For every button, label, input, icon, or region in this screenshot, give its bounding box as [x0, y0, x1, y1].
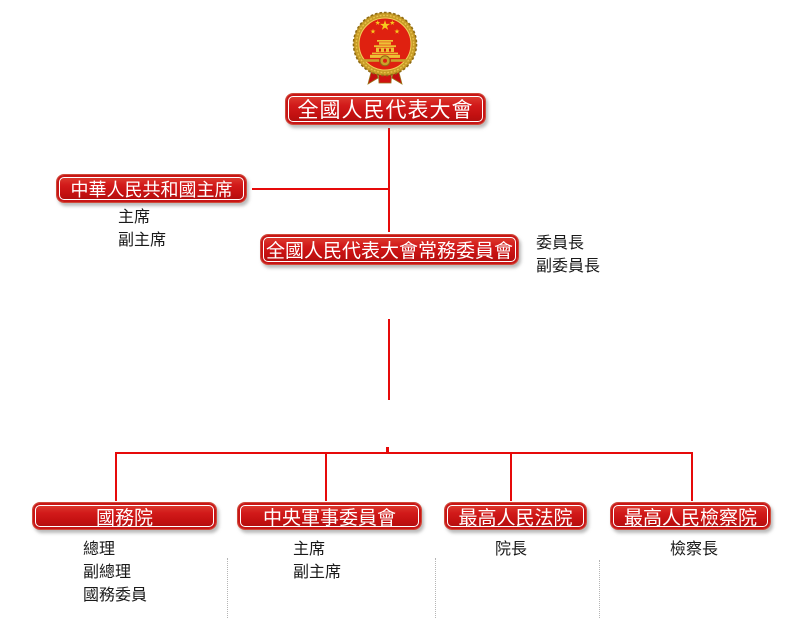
role-item: 院長	[495, 539, 528, 558]
org-box-npc-standing-committee[interactable]: 全國人民代表大會常務委員會	[260, 234, 519, 265]
org-box-central-military-commission[interactable]: 中央軍事委員會	[237, 502, 422, 530]
role-list-supreme-court: 院長	[495, 537, 527, 560]
role-list-central-military-commission: 主席 副主席	[293, 537, 341, 583]
org-box-supreme-peoples-court[interactable]: 最高人民法院	[444, 502, 587, 530]
connector-drop-military	[325, 452, 327, 501]
column-separator	[599, 560, 600, 618]
role-list-standing-committee: 委員長 副委員長	[536, 231, 600, 277]
org-box-label: 全國人民代表大會	[297, 98, 474, 122]
org-box-label: 最高人民檢察院	[623, 506, 757, 529]
org-box-president[interactable]: 中華人民共和國主席	[56, 174, 247, 203]
role-item: 副總理	[83, 562, 132, 581]
role-list-supreme-procuratorate: 檢察長	[670, 537, 718, 560]
connector-center-nub	[386, 447, 389, 452]
connector-root-to-committee	[388, 128, 390, 232]
role-item: 委員長	[536, 233, 585, 252]
org-box-supreme-peoples-procuratorate[interactable]: 最高人民檢察院	[610, 502, 771, 530]
org-box-state-council[interactable]: 國務院	[32, 502, 217, 530]
org-box-label: 中央軍事委員會	[262, 506, 396, 529]
org-box-label: 全國人民代表大會常務委員會	[265, 240, 513, 262]
org-box-label: 最高人民法院	[458, 506, 573, 529]
connector-drop-state-council	[115, 452, 117, 501]
connector-drop-procuratorate	[691, 452, 693, 501]
connector-horizontal-bus	[115, 452, 693, 454]
role-item: 國務委員	[83, 585, 148, 604]
role-item: 總理	[83, 539, 116, 558]
role-item: 檢察長	[670, 539, 719, 558]
connector-president-branch	[252, 188, 390, 190]
org-box-national-peoples-congress[interactable]: 全國人民代表大會	[285, 93, 486, 125]
org-box-label: 中華人民共和國主席	[70, 179, 233, 201]
china-national-emblem-icon	[344, 6, 426, 90]
role-item: 副主席	[293, 562, 342, 581]
column-separator	[227, 558, 228, 618]
role-item: 主席	[118, 207, 151, 226]
role-item: 副委員長	[536, 256, 601, 275]
role-list-president: 主席 副主席	[118, 205, 166, 251]
column-separator	[435, 558, 436, 618]
role-item: 主席	[293, 539, 326, 558]
connector-drop-court	[510, 452, 512, 501]
role-list-state-council: 總理 副總理 國務委員	[83, 537, 147, 606]
org-box-label: 國務院	[95, 506, 153, 529]
role-item: 副主席	[118, 230, 167, 249]
connector-committee-down	[388, 319, 390, 400]
